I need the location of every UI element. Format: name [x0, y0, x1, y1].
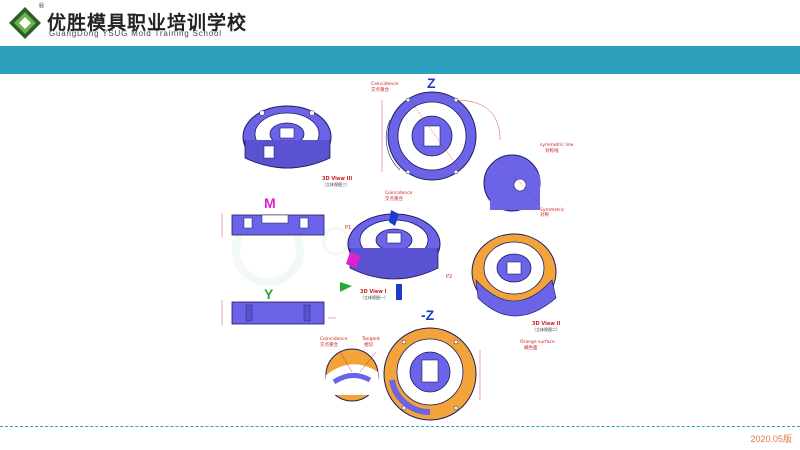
symmetric-line-cn: 对称线 [545, 147, 559, 154]
coincidence-top-cn: 交点重合 [371, 86, 389, 93]
coincidence-bot-label: Coincidence [320, 336, 348, 342]
3d-view-2: 3D View II （立体视图二） Orange surface 橘色面 [471, 233, 560, 351]
axis-z-label: Z [427, 75, 436, 91]
footer-divider [0, 426, 800, 427]
top-view-z: Z Coincidence 交点重合 Coincidence 交点重合 [371, 75, 501, 202]
symmetric-label: Symmetric [540, 207, 565, 213]
version-label: 2020.05版 [750, 434, 792, 444]
view2-title: 3D View II [532, 321, 560, 327]
3d-view-1: P1 P2 3D View I （立体视图一） [340, 210, 452, 300]
side-view-y: Y [221, 286, 336, 326]
3d-view-3: 3D View III （立体视图三） [242, 105, 352, 187]
bottom-view-neg-z: -Z [383, 307, 481, 421]
tangent-label: Tangent [361, 336, 380, 342]
coincidence-top-label: Coincidence [371, 81, 399, 87]
symmetric-cn: 对称 [540, 211, 549, 218]
tangent-cn: 相切 [364, 341, 373, 348]
p1-label: P1 [345, 225, 351, 231]
axis-m-label: M [264, 195, 276, 211]
symmetric-detail: symmetric line 对称线 Symmetric 对称 [483, 142, 574, 218]
mold-part-diagram: OTIEC 3D View III （立体视图三） Z Coincidence … [221, 75, 574, 421]
view1-sub: （立体视图一） [360, 294, 388, 300]
school-name-cn: 优胜模具职业培训学校 [47, 12, 248, 34]
axis-neg-z-label: -Z [421, 307, 435, 323]
view3-sub: （立体视图三） [322, 181, 350, 187]
coincidence-mid-label: Coincidence [385, 190, 413, 196]
coincidence-mid-cn: 交点重合 [385, 195, 403, 202]
header-bar: ® 优胜模具职业培训学校 GuangDong YSUG Mold Trainin… [0, 0, 800, 44]
school-name-en: GuangDong YSUG Mold Training School [49, 29, 222, 38]
tangent-detail: Coincidence 交点重合 Tangent 相切 [320, 336, 380, 402]
coincidence-bot-cn: 交点重合 [320, 341, 338, 348]
view3-title: 3D View III [322, 176, 352, 182]
side-view-m: M [221, 195, 325, 237]
orange-surface-label: Orange surface [520, 339, 555, 345]
school-logo-icon [9, 7, 41, 39]
registered-mark: ® [38, 2, 45, 10]
symmetric-line-label: symmetric line [540, 142, 574, 148]
p2-label: P2 [446, 274, 452, 280]
title-banner [0, 46, 800, 74]
axis-y-label: Y [264, 286, 274, 302]
orange-surface-cn: 橘色面 [524, 344, 538, 351]
view2-sub: （立体视图二） [532, 326, 560, 332]
view1-title: 3D View I [360, 289, 387, 295]
